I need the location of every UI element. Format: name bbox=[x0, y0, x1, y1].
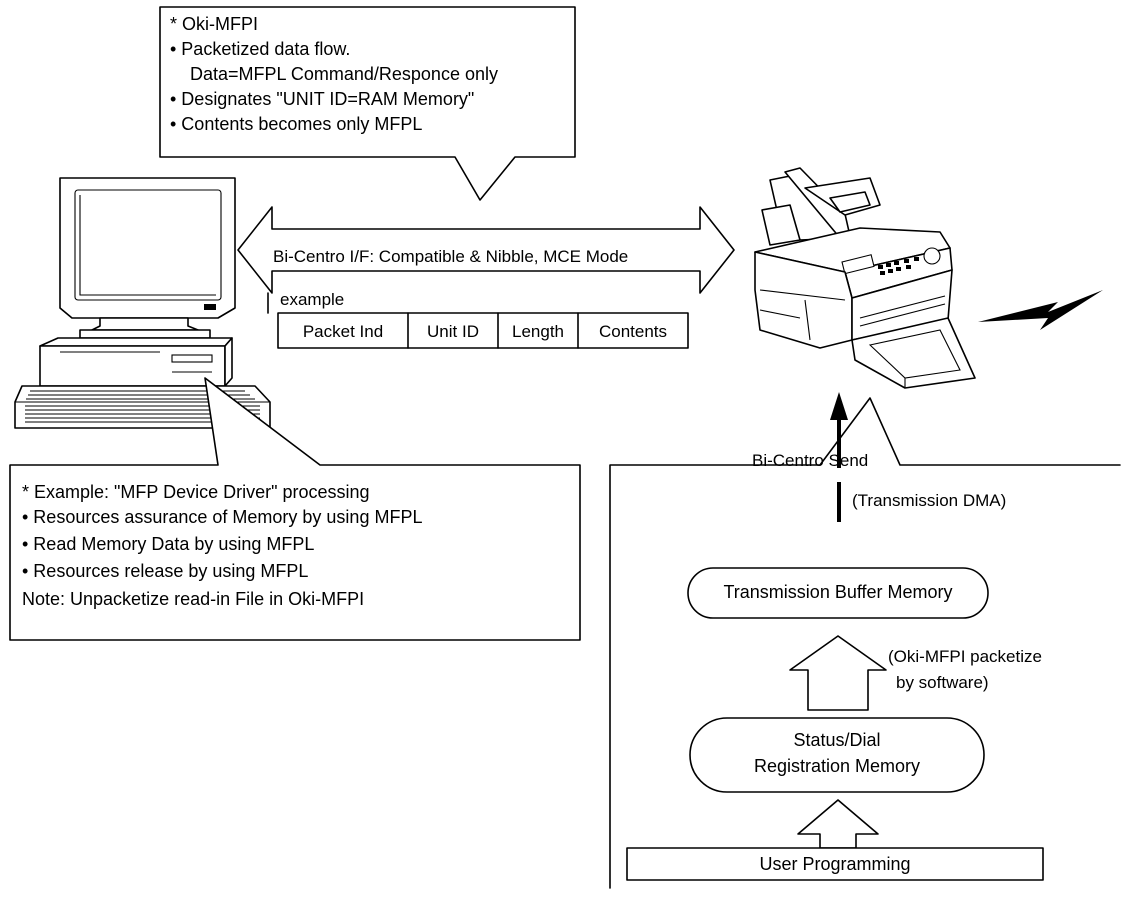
computer-illustration bbox=[14, 177, 271, 429]
registration-memory-line-2: Registration Memory bbox=[754, 756, 920, 776]
packet-field-length: Length bbox=[512, 322, 564, 341]
lightning-bolt-icon bbox=[978, 290, 1103, 330]
driver-callout-line-5: Note: Unpacketize read-in File in Oki-MF… bbox=[22, 589, 364, 609]
bidirectional-arrow-shape bbox=[237, 206, 735, 294]
top-callout-bubble bbox=[159, 6, 576, 201]
user-programming-box bbox=[626, 847, 1044, 881]
packet-field-contents: Contents bbox=[599, 322, 667, 341]
packet-example: example Packet Ind Unit ID Length Conten… bbox=[267, 290, 689, 349]
flow-callout-outline bbox=[609, 397, 1121, 889]
transmission-buffer-memory bbox=[687, 567, 989, 619]
flow-callout: Bi-Centro Send (Transmission DMA) Transm… bbox=[609, 397, 1121, 889]
up-arrow-registration-icon bbox=[797, 799, 879, 849]
packetize-note-line-1: (Oki-MFPI packetize bbox=[888, 647, 1042, 666]
driver-callout-line-2: • Resources assurance of Memory by using… bbox=[22, 507, 422, 527]
interface-label: Bi-Centro I/F: Compatible & Nibble, MCE … bbox=[273, 247, 628, 266]
fax-output-tray bbox=[851, 317, 976, 389]
fax-body-front bbox=[754, 251, 853, 349]
top-callout-line-5: • Contents becomes only MFPL bbox=[170, 114, 422, 134]
power-led bbox=[204, 304, 216, 310]
interface-arrow: Bi-Centro I/F: Compatible & Nibble, MCE … bbox=[237, 206, 735, 294]
top-callout-line-3: Data=MFPL Command/Responce only bbox=[190, 64, 498, 84]
packet-field-unit-id: Unit ID bbox=[427, 322, 479, 341]
floppy-slot bbox=[171, 354, 213, 363]
up-arrow-buffer-icon bbox=[789, 635, 887, 711]
driver-callout: * Example: "MFP Device Driver" processin… bbox=[9, 377, 581, 641]
driver-callout-line-3: • Read Memory Data by using MFPL bbox=[22, 534, 314, 554]
user-programming-label: User Programming bbox=[759, 854, 910, 874]
top-callout-line-4: • Designates "UNIT ID=RAM Memory" bbox=[170, 89, 474, 109]
fax-machine-illustration bbox=[754, 167, 976, 389]
transmission-buffer-memory-label: Transmission Buffer Memory bbox=[723, 582, 952, 602]
cpu-case bbox=[39, 337, 233, 347]
bi-centro-send-label: Bi-Centro Send bbox=[752, 451, 868, 470]
send-arrow bbox=[830, 392, 848, 522]
driver-callout-bubble bbox=[9, 377, 581, 641]
packet-field-packet-ind: Packet Ind bbox=[303, 322, 383, 341]
driver-callout-line-4: • Resources release by using MFPL bbox=[22, 561, 308, 581]
top-callout-line-1: * Oki-MFPI bbox=[170, 14, 258, 34]
packet-frame bbox=[277, 312, 689, 349]
registration-memory bbox=[689, 717, 985, 793]
example-label: example bbox=[280, 290, 344, 309]
fax-dial bbox=[923, 247, 941, 265]
packetize-note-line-2: by software) bbox=[896, 673, 989, 692]
transmission-dma-label: (Transmission DMA) bbox=[852, 491, 1006, 510]
fax-keypad bbox=[878, 257, 919, 275]
top-callout-line-2: • Packetized data flow. bbox=[170, 39, 350, 59]
top-callout: * Oki-MFPI • Packetized data flow. Data=… bbox=[159, 6, 576, 201]
registration-memory-line-1: Status/Dial bbox=[793, 730, 880, 750]
driver-callout-line-1: * Example: "MFP Device Driver" processin… bbox=[22, 482, 370, 502]
monitor-screen bbox=[74, 189, 222, 301]
